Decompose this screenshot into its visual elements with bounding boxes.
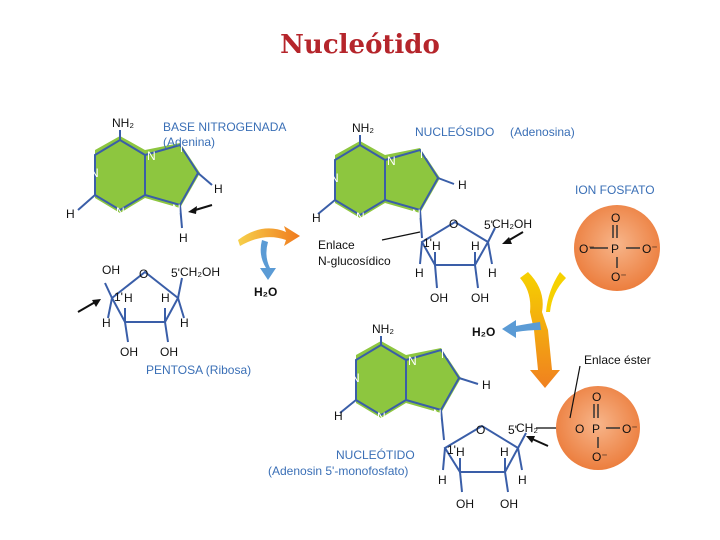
atom-h: H <box>471 239 480 253</box>
atom-oh: OH <box>500 497 518 511</box>
atom-n: N <box>147 149 156 163</box>
phosphate-title: ION FOSFATO <box>575 183 655 197</box>
atom-n: N <box>387 154 396 168</box>
atom-n: N <box>356 210 365 224</box>
atom-n: N <box>433 407 442 421</box>
reaction-arrow-2: H₂O <box>472 272 566 388</box>
one-prime: 1' <box>114 290 123 304</box>
atom-ch2oh: CH₂OH <box>180 265 220 279</box>
atom-ch2oh: CH₂OH <box>492 217 532 231</box>
one-prime: 1' <box>447 443 456 457</box>
base-title: BASE NITROGENADA <box>163 120 286 134</box>
atom-o-minus: O⁻ <box>611 270 627 284</box>
atom-h: H <box>458 178 467 192</box>
nucleotide-nh2: NH₂ <box>372 322 394 336</box>
atom-n: N <box>180 141 189 155</box>
atom-h: H <box>161 291 170 305</box>
atom-h: H <box>180 316 189 330</box>
atom-o: O <box>139 267 148 281</box>
atom-n: N <box>116 205 125 219</box>
atom-oh: OH <box>471 291 489 305</box>
atom-h: H <box>415 266 424 280</box>
atom-h: H <box>438 473 447 487</box>
page-title: Nucleótido <box>280 30 440 60</box>
adenine-nh2: NH₂ <box>112 116 134 130</box>
ribose-sugar: OH O 5' CH₂OH 1' H H H H OH OH <box>77 263 220 359</box>
atom-o: O <box>611 211 620 225</box>
atom-ch2: CH₂ <box>516 421 538 435</box>
atom-oh: OH <box>456 497 474 511</box>
atom-n: N <box>408 354 417 368</box>
atom-h: H <box>518 473 527 487</box>
atom-n: N <box>420 147 429 161</box>
atom-h: H <box>102 316 111 330</box>
bond-n-label-2: N-glucosídico <box>318 254 391 268</box>
atom-oh: OH <box>430 291 448 305</box>
atom-n: N <box>412 207 421 221</box>
adenine-base: NH₂ N N N N N H H H <box>66 116 223 245</box>
five-prime: 5' <box>508 423 517 437</box>
atom-h: H <box>214 182 223 196</box>
nucleotide-sugar: O 5' CH₂ 1' H H H H OH OH <box>438 421 574 511</box>
atom-h: H <box>500 445 509 459</box>
atom-oh: OH <box>102 263 120 277</box>
five-prime: 5' <box>484 218 493 232</box>
atom-h: H <box>334 409 343 423</box>
atom-h: H <box>488 266 497 280</box>
atom-o-minus: O⁻ <box>622 422 638 436</box>
adenosine-nh2: NH₂ <box>352 121 374 135</box>
atom-o: O <box>476 423 485 437</box>
atom-h: H <box>179 231 188 245</box>
five-prime: 5' <box>171 266 180 280</box>
atom-h: H <box>124 291 133 305</box>
atom-oh: OH <box>160 345 178 359</box>
nucleotide-title: NUCLEÓTIDO <box>336 447 415 462</box>
atom-h: H <box>312 211 321 225</box>
phosphate-ion: O P O⁻ O⁻ O⁻ <box>574 205 660 291</box>
reaction-arrow-1: H₂O <box>238 226 300 299</box>
atom-h: H <box>432 239 441 253</box>
atom-n: N <box>172 202 181 216</box>
water-label-2: H₂O <box>472 325 495 339</box>
water-label-1: H₂O <box>254 285 277 299</box>
atom-h: H <box>482 378 491 392</box>
ester-phosphate: O O P O⁻ O⁻ <box>556 386 640 470</box>
atom-h: H <box>66 207 75 221</box>
nucleoside-subtitle: (Adenosina) <box>510 125 575 139</box>
atom-n: N <box>90 166 99 180</box>
nucleotide-base: NH₂ N N N N N H H <box>334 322 491 441</box>
pentose-label: PENTOSA (Ribosa) <box>146 363 251 377</box>
one-prime: 1' <box>423 236 432 250</box>
nucleoside-title: NUCLEÓSIDO <box>415 124 494 139</box>
atom-p: P <box>592 422 600 436</box>
atom-o-minus: O⁻ <box>592 450 608 464</box>
atom-o: O <box>592 390 601 404</box>
atom-o-minus: O⁻ <box>642 242 658 256</box>
base-subtitle: (Adenina) <box>163 135 215 149</box>
bond-n-label-1: Enlace <box>318 238 355 252</box>
atom-o: O <box>575 422 584 436</box>
atom-n: N <box>330 171 339 185</box>
atom-o: O <box>449 217 458 231</box>
atom-h: H <box>456 445 465 459</box>
atom-n: N <box>441 347 450 361</box>
atom-n: N <box>377 410 386 424</box>
adenosine-base: NH₂ N N N N N H H <box>312 121 467 239</box>
nucleotide-subtitle: (Adenosin 5'-monofosfato) <box>268 464 408 478</box>
atom-oh: OH <box>120 345 138 359</box>
atom-n: N <box>351 371 360 385</box>
atom-p: P <box>611 242 619 256</box>
ester-bond-label: Enlace éster <box>584 353 651 367</box>
adenosine-sugar: O 5' CH₂OH 1' H H H H OH OH <box>415 217 532 305</box>
atom-o-minus: O⁻ <box>579 242 595 256</box>
